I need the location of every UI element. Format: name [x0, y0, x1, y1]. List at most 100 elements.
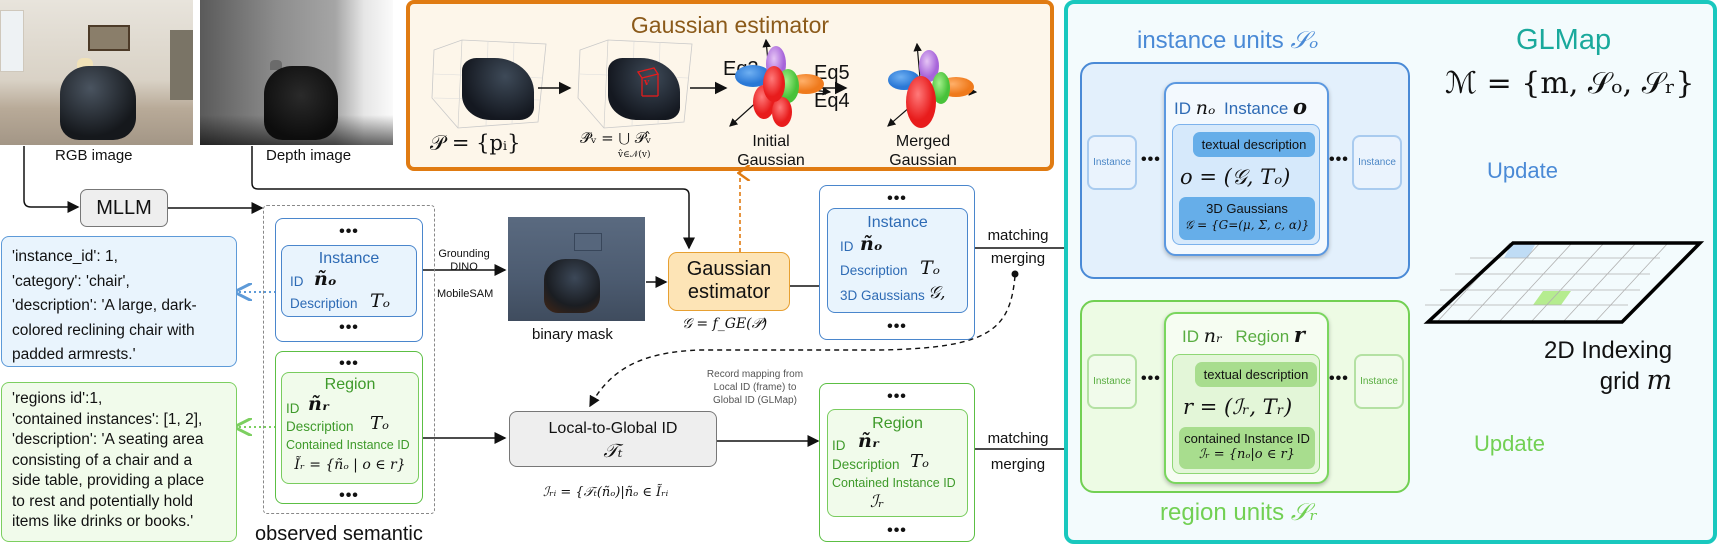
instance-title: Instance: [318, 250, 380, 267]
id-label: ID: [1182, 327, 1199, 346]
observed-region-inner: Region ID ñᵣ Description Tₒ Contained In…: [281, 372, 419, 484]
json-line: 'category': 'chair',: [12, 272, 130, 290]
grid-lines: [1425, 242, 1669, 323]
global-region-card: ••• Region ID ñᵣ Description Tₒ Containe…: [819, 383, 975, 542]
rgb-image: [0, 0, 193, 145]
gaussian-estimator-formula: 𝒢 = f_GE(𝒫): [682, 316, 768, 332]
label-line: Grounding: [438, 248, 490, 260]
gaussian-estimator-panel: Gaussian estimator 𝒫 = {pᵢ} v: [406, 0, 1054, 171]
note-line: Record mapping from: [706, 369, 804, 380]
voxel-formula: 𝒫̂ᵥ = ⋃ 𝒫ᵥ̂: [580, 129, 652, 147]
matching-label: matching: [987, 227, 1049, 244]
binary-mask-caption: binary mask: [532, 326, 613, 343]
id-symbol: nₒ: [1195, 97, 1216, 119]
contained-label: contained Instance ID: [1184, 431, 1310, 446]
gaussians-formula: 𝒢 = {G=(μ, Σ, c, α)}: [1184, 218, 1310, 232]
voxel-label: v: [644, 78, 650, 88]
instance-unit-header: ID nₒ Instance o: [1174, 94, 1307, 119]
region-equation: r = (ℐᵣ, Tᵣ): [1183, 395, 1293, 419]
region-unit-side-left: Instance: [1087, 354, 1137, 409]
ellipsis: •••: [339, 355, 359, 372]
description-label: Description: [832, 457, 900, 472]
point-cloud-formula: 𝒫 = {pᵢ}: [430, 131, 521, 155]
contained-label: Contained Instance ID: [286, 438, 410, 452]
observed-instance-inner: Instance ID ñₒ Description Tₒ: [281, 245, 417, 317]
local-to-global-box: Local-to-Global ID 𝒯ₜ: [509, 411, 717, 467]
depth-caption: Depth image: [266, 147, 352, 164]
id-symbol: ñᵣ: [308, 393, 330, 415]
mobilesam-label: MobileSAM: [437, 288, 494, 300]
ellipsis: •••: [339, 223, 359, 240]
region-units-box: Instance ••• ••• Instance ID nᵣ Region r…: [1080, 300, 1410, 493]
initial-gaussian-caption: Initial Gaussian: [728, 132, 814, 170]
observed-semantic-caption: observed semantic: [255, 523, 423, 545]
kind-symbol: r: [1293, 322, 1305, 347]
record-mapping-dot: [1011, 270, 1019, 278]
region-json-box: 'regions id':1, 'contained instances': […: [1, 382, 237, 542]
description-symbol: Tₒ: [370, 413, 389, 434]
description-label: Description: [290, 296, 358, 311]
instance-units-box: Instance ••• ••• Instance ID nₒ Instance…: [1080, 62, 1410, 279]
id-symbol: ñₒ: [314, 268, 337, 290]
id-symbol: ñₒ: [860, 233, 883, 255]
json-line: 'contained instances': [1, 2],: [12, 410, 203, 428]
caption-line: Merged: [895, 133, 951, 150]
ellipsis: •••: [339, 319, 359, 336]
contained-formula: ℐᵣ = {nₒ|o ∈ r}: [1198, 447, 1295, 462]
json-line: padded armrests.': [12, 346, 136, 363]
grid-cell-instance: [1504, 243, 1536, 258]
kind-label: Instance: [1224, 99, 1289, 118]
description-symbol: Tₒ: [920, 257, 940, 279]
instance-unit-body: textual description o = (𝒢, Tₒ) 3D Gauss…: [1172, 124, 1320, 245]
id-label: ID: [290, 274, 304, 289]
title-symbol: 𝒮ₒ: [1290, 26, 1319, 54]
json-line: 'instance_id': 1,: [12, 248, 118, 265]
ellipsis: •••: [887, 190, 907, 207]
contained-label: Contained Instance ID: [832, 476, 956, 490]
global-instance-inner: Instance ID ñₒ Description Tₒ 3D Gaussia…: [827, 208, 968, 313]
title-symbol: 𝒮ᵣ: [1290, 498, 1318, 526]
l2g-symbol: 𝒯ₜ: [603, 440, 623, 462]
update-label-region: Update: [1474, 431, 1545, 456]
merging-label: merging: [990, 250, 1046, 267]
matching-label: matching: [987, 430, 1049, 447]
voxel-formula-subscript: v̂∈𝒩(v): [618, 150, 651, 160]
caption-line: Initial: [752, 133, 790, 150]
instance-units-title: instance units 𝒮ₒ: [1137, 26, 1318, 55]
ellipsis: •••: [1329, 151, 1349, 168]
point-cloud-image: [428, 38, 547, 129]
instance-json-box: 'instance_id': 1, 'category': 'chair', '…: [1, 236, 237, 367]
instance-unit-side-left: Instance: [1087, 135, 1137, 190]
ellipsis: •••: [1141, 151, 1161, 168]
contained-instance-pill: contained Instance ID ℐᵣ = {nₒ|o ∈ r}: [1179, 427, 1315, 469]
json-line: colored reclining chair with: [12, 321, 195, 339]
record-mapping-note: Record mapping from Local ID (frame) to …: [695, 368, 815, 407]
json-line: side table, providing a place: [12, 472, 205, 489]
contained-formula: Ĩᵣ = {ñₒ | o ∈ r}: [294, 457, 406, 473]
json-line: to rest and potentially hold: [12, 492, 193, 510]
caption-line: 2D Indexing: [1544, 337, 1673, 364]
glmap-formula: ℳ = {m, 𝒮ₒ, 𝒮ᵣ}: [1445, 66, 1695, 101]
label-line: DINO: [450, 261, 478, 273]
matching-merging-region: matching merging: [978, 426, 1058, 478]
merging-label: merging: [990, 456, 1046, 473]
eq5-label: Eq5: [814, 62, 850, 84]
l2g-title: Local-to-Global ID: [548, 420, 678, 437]
gaussians-symbol: 𝒢,: [928, 283, 946, 303]
region-title: Region: [872, 415, 923, 432]
ellipsis: •••: [1141, 370, 1161, 387]
ellipsis: •••: [1329, 370, 1349, 387]
mllm-box: MLLM: [80, 189, 168, 227]
voxelized-point-cloud-image: v: [574, 38, 693, 129]
ellipsis: •••: [887, 388, 907, 405]
grid-symbol: m: [1646, 365, 1673, 396]
depth-image: [200, 0, 393, 145]
region-unit-card: ID nᵣ Region r textual description r = (…: [1164, 312, 1329, 484]
voxel-cube-icon: [636, 67, 660, 97]
region-unit-side-right: Instance: [1354, 354, 1404, 409]
json-line: 'description': 'A seating area: [12, 431, 204, 448]
global-region-inner: Region ID ñᵣ Description Tₒ Contained In…: [827, 409, 968, 517]
binary-mask-image: [508, 217, 645, 321]
caption-line: Gaussian: [889, 152, 957, 169]
